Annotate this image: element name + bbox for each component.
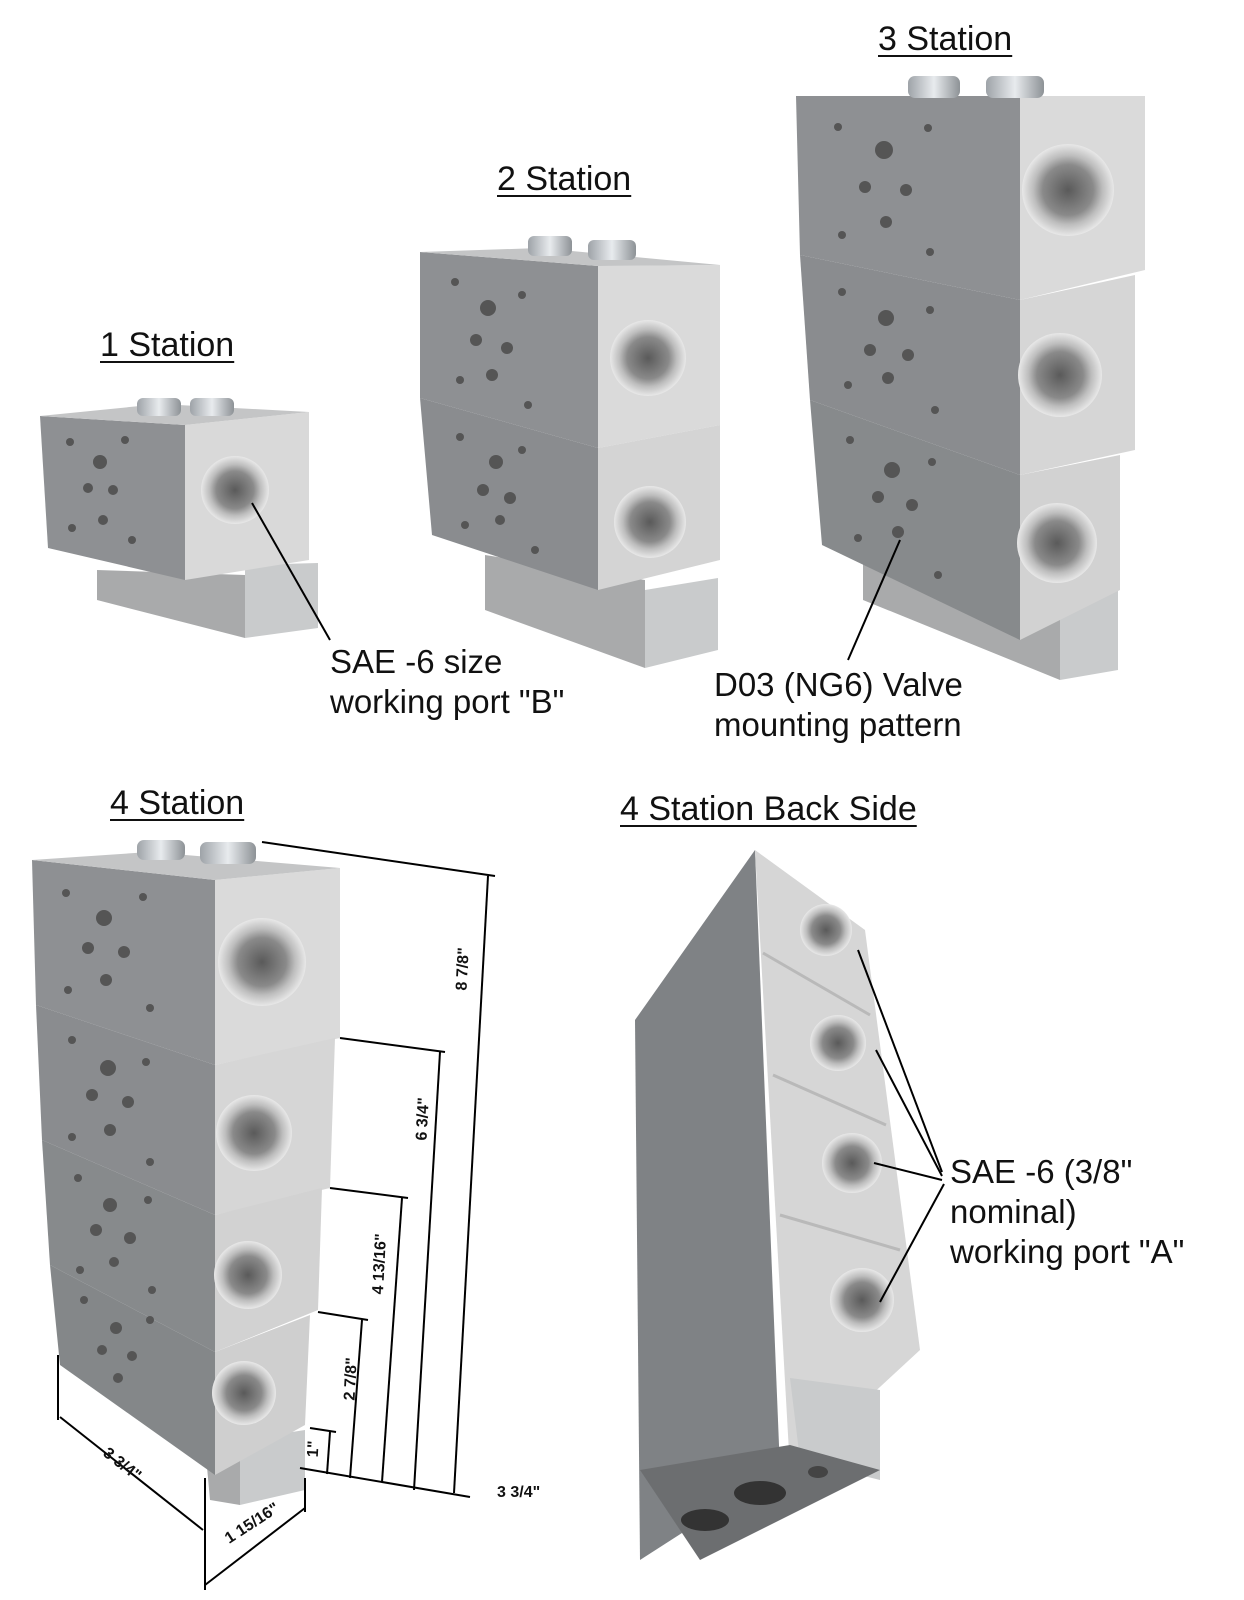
fitting-icon <box>137 840 185 860</box>
callout-line: mounting pattern <box>714 706 962 743</box>
title-four-station-back: 4 Station Back Side <box>620 790 917 828</box>
dim-depth-bottom: 3 3/4" <box>497 1484 541 1501</box>
fitting-icon <box>986 76 1044 98</box>
fitting-icon <box>137 398 181 416</box>
port-hole-icon <box>216 1095 292 1171</box>
title-four-station: 4 Station <box>110 784 245 822</box>
dim-total-height: 8 7/8" <box>453 946 473 991</box>
leader-line <box>251 502 331 641</box>
three-station-manifold <box>796 76 1145 680</box>
port-hole-icon <box>1017 503 1097 583</box>
port-hole-icon <box>822 1133 882 1193</box>
title-three-station: 3 Station <box>878 20 1013 58</box>
port-hole-icon <box>810 1015 866 1071</box>
port-hole-icon <box>610 320 686 396</box>
dimension-lines <box>57 841 496 1590</box>
fitting-icon <box>588 240 636 260</box>
port-hole-icon <box>830 1268 894 1332</box>
callout-line: working port "A" <box>950 1233 1185 1270</box>
two-station-manifold <box>420 236 720 668</box>
one-station-manifold <box>40 398 318 638</box>
callout-line: SAE -6 size <box>330 643 503 680</box>
dim-base-height: 1" <box>304 1440 323 1458</box>
callout-line: nominal) <box>950 1193 1077 1230</box>
dim-one-height: 2 7/8" <box>341 1356 361 1401</box>
dim-two-height: 4 13/16" <box>369 1233 391 1295</box>
port-a-leaders <box>857 949 945 1303</box>
fitting-icon <box>528 236 572 256</box>
callout-valve-pattern: D03 (NG6) Valve mounting pattern <box>714 665 963 745</box>
port-hole-icon <box>201 456 269 524</box>
callout-port-a: SAE -6 (3/8" nominal) working port "A" <box>950 1152 1184 1272</box>
callout-line: SAE -6 (3/8" <box>950 1153 1133 1190</box>
port-hole-icon <box>214 1241 282 1309</box>
port-hole-icon <box>218 918 306 1006</box>
callout-port-b: SAE -6 size working port "B" <box>330 642 564 722</box>
port-hole-icon <box>212 1361 276 1425</box>
four-station-manifold <box>32 840 340 1505</box>
port-hole-icon <box>1022 144 1114 236</box>
dim-three-height: 6 3/4" <box>413 1096 433 1141</box>
fitting-icon <box>908 76 960 98</box>
title-two-station: 2 Station <box>497 160 632 198</box>
port-hole-icon <box>800 904 852 956</box>
leader-line <box>847 539 901 661</box>
title-one-station: 1 Station <box>100 326 235 364</box>
callout-line: working port "B" <box>330 683 565 720</box>
port-hole-icon <box>614 486 686 558</box>
four-station-back-manifold <box>635 850 920 1560</box>
fitting-icon <box>200 842 256 864</box>
fitting-icon <box>190 398 234 416</box>
callout-line: D03 (NG6) Valve <box>714 666 963 703</box>
port-hole-icon <box>1018 333 1102 417</box>
